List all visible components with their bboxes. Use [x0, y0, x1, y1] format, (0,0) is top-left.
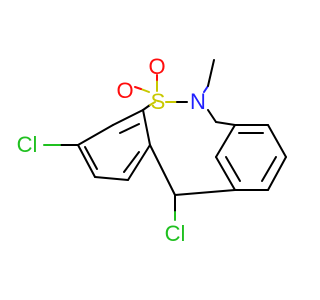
bond — [142, 104, 151, 111]
molecule-diagram: O O S N Cl Cl — [17, 54, 287, 246]
methyl-bond — [207, 59, 215, 87]
molecule-structure: O O S N Cl Cl — [17, 54, 287, 246]
central-ring — [142, 101, 236, 196]
bond — [215, 124, 236, 158]
right-benzene-ring — [215, 124, 287, 191]
atom-nitrogen: N — [190, 89, 206, 114]
sulfonyl-bond — [134, 86, 142, 90]
bond — [77, 144, 96, 178]
bond — [94, 176, 129, 181]
bond — [215, 156, 236, 191]
bond — [267, 156, 287, 191]
atom-oxygen-left: O — [116, 78, 133, 103]
bond — [267, 124, 287, 158]
left-benzene-ring — [77, 109, 151, 181]
bond — [207, 109, 217, 123]
double-bond — [225, 156, 241, 182]
atom-oxygen-top: O — [148, 54, 165, 79]
double-bond — [261, 156, 277, 182]
bond — [142, 109, 151, 146]
double-bond — [84, 146, 98, 170]
bond — [149, 144, 176, 196]
double-bond — [119, 123, 140, 134]
methyl-bond — [203, 85, 209, 93]
double-bond — [123, 151, 140, 173]
bond — [127, 144, 151, 181]
sulfonyl-bond — [140, 88, 150, 93]
substituent-bonds — [43, 59, 215, 221]
bond — [77, 124, 114, 146]
bond — [149, 101, 156, 106]
atom-sulfur: S — [151, 89, 166, 114]
atom-chlorine-bottom: Cl — [165, 221, 186, 246]
bond — [174, 189, 236, 196]
atom-chlorine-left: Cl — [17, 132, 38, 157]
bond — [215, 121, 236, 126]
bond — [112, 109, 144, 126]
